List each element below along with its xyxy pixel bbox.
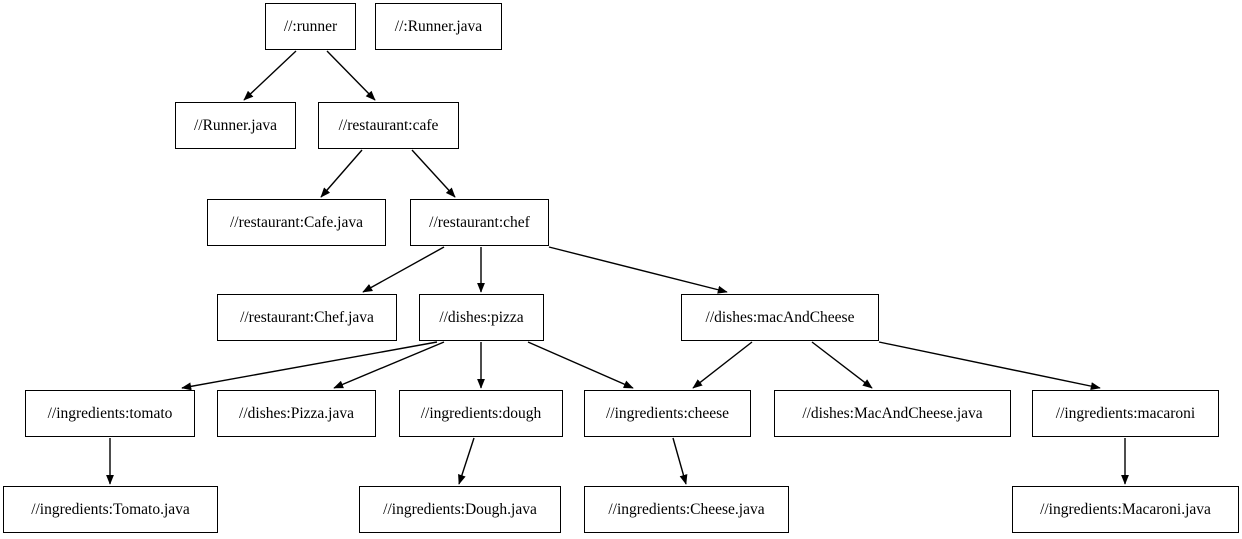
graph-node-label: //ingredients:Macaroni.java (1040, 500, 1211, 518)
graph-node-label: //ingredients:dough (420, 404, 542, 422)
graph-node-label: //dishes:macAndCheese (705, 308, 855, 326)
graph-node-label: //dishes:MacAndCheese.java (802, 404, 983, 422)
graph-node-restaurant_chef[interactable]: //restaurant:chef (410, 199, 549, 246)
graph-node-runner[interactable]: //:runner (265, 3, 356, 50)
graph-node-restaurant_cafe[interactable]: //restaurant:cafe (318, 102, 459, 149)
graph-node-label: //dishes:Pizza.java (239, 404, 354, 422)
graph-node-label: //restaurant:chef (429, 213, 530, 231)
graph-node-label: //Runner.java (193, 116, 278, 134)
graph-node-dishes_macandcheese_java[interactable]: //dishes:MacAndCheese.java (774, 390, 1011, 437)
graph-node-dishes_pizza[interactable]: //dishes:pizza (419, 294, 544, 341)
graph-node-ingredients_dough[interactable]: //ingredients:dough (399, 390, 563, 437)
graph-node-label: //restaurant:Chef.java (240, 308, 374, 326)
graph-node-dishes_pizza_java[interactable]: //dishes:Pizza.java (217, 390, 376, 437)
graph-node-ingredients_cheese[interactable]: //ingredients:cheese (584, 390, 751, 437)
graph-node-label: //restaurant:Cafe.java (230, 213, 363, 231)
graph-node-label: //dishes:pizza (439, 308, 524, 326)
graph-node-label: //restaurant:cafe (338, 116, 439, 134)
graph-node-label: //ingredients:Cheese.java (608, 500, 765, 518)
graph-node-ingredients_dough_java[interactable]: //ingredients:Dough.java (359, 486, 561, 533)
graph-node-label: //ingredients:Tomato.java (31, 500, 190, 518)
graph-node-label: //ingredients:Dough.java (383, 500, 537, 518)
graph-node-ingredients_macaroni_java[interactable]: //ingredients:Macaroni.java (1012, 486, 1239, 533)
graph-node-label: //:Runner.java (394, 17, 483, 35)
graph-node-runner_java_root[interactable]: //:Runner.java (375, 3, 502, 50)
graph-node-label: //ingredients:cheese (605, 404, 730, 422)
graph-node-runner_java[interactable]: //Runner.java (175, 102, 296, 149)
graph-node-ingredients_cheese_java[interactable]: //ingredients:Cheese.java (584, 486, 789, 533)
graph-node-label: //ingredients:tomato (47, 404, 173, 422)
graph-node-label: //:runner (283, 17, 338, 35)
graph-node-restaurant_cafe_java[interactable]: //restaurant:Cafe.java (207, 199, 386, 246)
graph-node-ingredients_macaroni[interactable]: //ingredients:macaroni (1032, 390, 1219, 437)
graph-node-dishes_macandcheese[interactable]: //dishes:macAndCheese (681, 294, 879, 341)
graph-node-ingredients_tomato[interactable]: //ingredients:tomato (25, 390, 195, 437)
graph-node-restaurant_chef_java[interactable]: //restaurant:Chef.java (217, 294, 397, 341)
graph-node-label: //ingredients:macaroni (1055, 404, 1196, 422)
graph-node-ingredients_tomato_java[interactable]: //ingredients:Tomato.java (3, 486, 218, 533)
